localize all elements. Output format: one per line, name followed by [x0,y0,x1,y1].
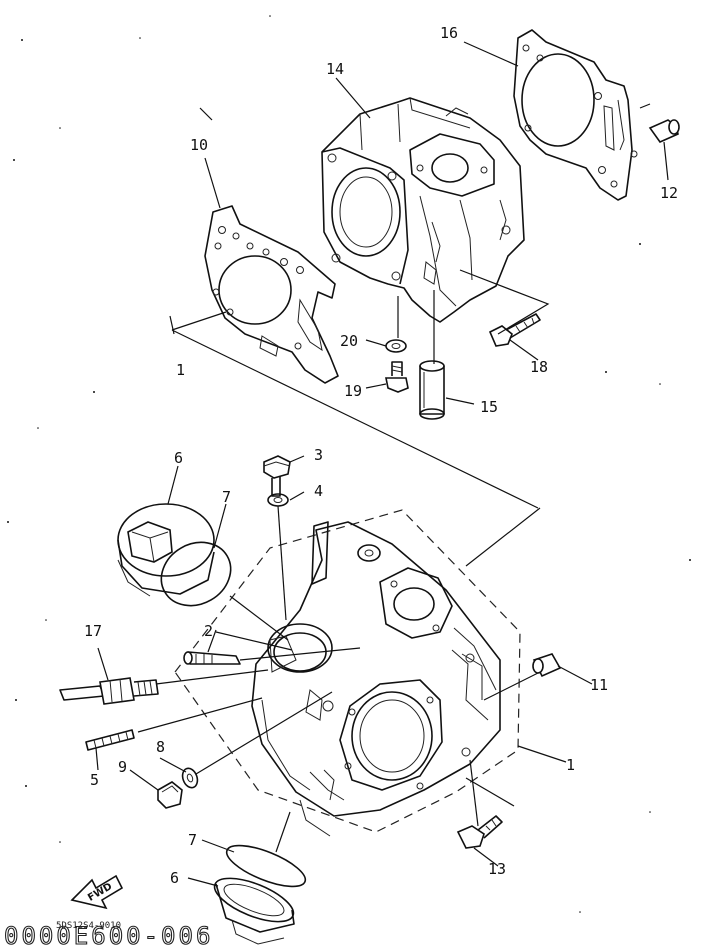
callout-20: 20 [340,332,358,350]
callout-6-lower: 6 [170,869,179,887]
drawing-code: 5DS12S4-9010 0000E600-006 [3,921,213,947]
callout-16: 16 [440,24,458,42]
scan-noise [7,15,691,913]
part-7-o-ring-lower [225,844,307,888]
callout-4: 4 [314,482,323,500]
part-6-cap-lower [213,877,295,945]
part-9-cap-nut [157,781,183,809]
callout-2: 2 [204,622,213,640]
callout-5: 5 [90,771,99,789]
callout-numbers: 1 1 2 3 4 5 6 6 7 7 8 9 10 11 12 13 14 1… [84,24,678,887]
part-14-cylinder [321,97,525,323]
part-11-dowel-pin [532,653,562,678]
part-16-head-gasket [513,29,638,201]
callout-15: 15 [480,398,498,416]
part-15-collar [419,360,445,420]
callout-7-lower: 7 [188,831,197,849]
callout-17: 17 [84,622,102,640]
part-12-dowel-pin [648,119,680,143]
part-3-bolt [263,455,291,497]
part-10-cylinder-gasket [204,205,339,384]
drawing-code-small: 5DS12S4-9010 [56,921,121,931]
callout-1-upper: 1 [176,361,185,379]
part-13-bolt [456,815,503,849]
callout-12: 12 [660,184,678,202]
callout-6-upper: 6 [174,449,183,467]
callout-3: 3 [314,446,323,464]
part-20-washer [385,339,407,353]
part-1-cylinder-head [174,509,521,837]
part-19-bolt [385,361,409,393]
part-6-cap-upper [117,503,215,597]
callout-10: 10 [190,136,208,154]
part-2-stud-bolt [183,651,241,665]
part-5-stud-bolt [85,729,135,751]
part-18-bolt [488,313,541,347]
drawing-code-big: 0000E600-006 [4,922,213,947]
part-8-washer [181,767,199,789]
part-17-spark-plug [59,677,159,705]
callout-13: 13 [488,860,506,878]
callout-8: 8 [156,738,165,756]
part-7-o-ring-upper [160,541,232,607]
callout-7-upper: 7 [222,488,231,506]
leader-lines [95,41,669,887]
callout-9: 9 [118,758,127,776]
callout-19: 19 [344,382,362,400]
fwd-arrow-icon: FWD [70,874,124,910]
callout-18: 18 [530,358,548,376]
callout-14: 14 [326,60,344,78]
callout-1-lower: 1 [566,756,575,774]
callout-11: 11 [590,676,608,694]
